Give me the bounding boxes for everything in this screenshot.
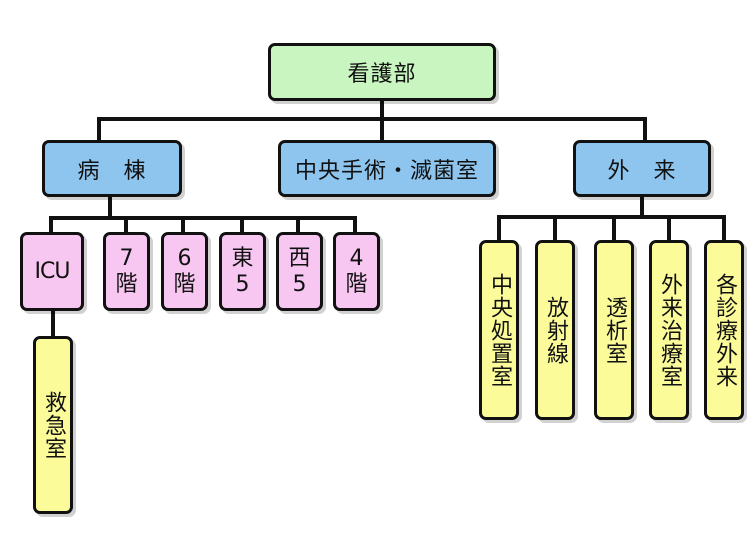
ward-label-7f-line2: 階 (115, 271, 138, 297)
ward-label-west5-line2: 5 (292, 271, 307, 297)
outpatient-bus (497, 215, 725, 219)
top-bus (97, 117, 647, 121)
unit-node-clinics: 各診療外来 (704, 240, 744, 420)
dept-label-surgery: 中央手術・滅菌室 (294, 158, 479, 184)
op-drop-5 (722, 215, 726, 242)
ward-label-4f-line1: 4 (349, 246, 364, 272)
ward-drop-icu (49, 216, 53, 235)
ward-node-7f: 7 階 (103, 232, 150, 311)
ward-label-east5-line2: 5 (235, 271, 250, 297)
ward-down-stem (108, 195, 112, 218)
ward-drop-6 (181, 216, 185, 235)
unit-node-radiology: 放射線 (535, 240, 575, 420)
unit-node-dialysis: 透析室 (594, 240, 634, 420)
ward-drop-7 (124, 216, 128, 235)
op-drop-3 (612, 215, 616, 242)
ward-drop-4 (353, 216, 357, 235)
ward-node-east5: 東 5 (219, 232, 266, 311)
root-stem (380, 100, 384, 120)
unit-label-clinics: 各診療外来 (712, 272, 737, 388)
unit-node-emergency: 救急室 (33, 336, 73, 514)
dept-node-outpatient: 外 来 (573, 140, 711, 197)
ward-label-west5-line1: 西 (288, 246, 311, 272)
unit-node-outpatient-treatment: 外来治療室 (649, 240, 689, 420)
ward-label-6f-line2: 階 (173, 271, 196, 297)
ward-label-6f-line1: 6 (177, 246, 192, 272)
ward-node-icu: ICU (20, 232, 84, 311)
outpatient-down-stem (640, 195, 644, 217)
dept-label-outpatient: 外 来 (607, 158, 677, 184)
op-drop-2 (553, 215, 557, 242)
dept-node-surgery: 中央手術・滅菌室 (278, 140, 496, 197)
unit-label-dialysis: 透析室 (602, 295, 627, 365)
ward-label-east5-line1: 東 (231, 246, 254, 272)
op-drop-1 (497, 215, 501, 242)
root-node-nursing: 看護部 (268, 43, 496, 101)
ward-label-4f-line2: 階 (345, 271, 368, 297)
dept-node-ward: 病 棟 (42, 140, 182, 197)
ward-node-west5: 西 5 (276, 232, 323, 311)
icu-down-stem (51, 309, 55, 339)
ward-drop-east5 (240, 216, 244, 235)
surgery-stem (380, 117, 384, 142)
ward-node-6f: 6 階 (161, 232, 208, 311)
ward-label-7f-line1: 7 (119, 246, 134, 272)
ward-stem (97, 117, 101, 142)
op-drop-4 (667, 215, 671, 242)
ward-node-4f: 4 階 (333, 232, 380, 311)
ward-drop-west5 (296, 216, 300, 235)
ward-label-icu: ICU (34, 258, 71, 284)
ward-bus (49, 216, 357, 220)
dept-label-ward: 病 棟 (77, 158, 147, 184)
unit-node-central-treatment: 中央処置室 (479, 240, 519, 420)
unit-label-central-treatment: 中央処置室 (487, 272, 512, 388)
unit-label-outpatient-treatment: 外来治療室 (657, 272, 682, 388)
root-label: 看護部 (347, 62, 417, 87)
unit-label-radiology: 放射線 (543, 295, 568, 365)
unit-label-emergency: 救急室 (41, 390, 66, 460)
outpatient-stem (643, 117, 647, 142)
